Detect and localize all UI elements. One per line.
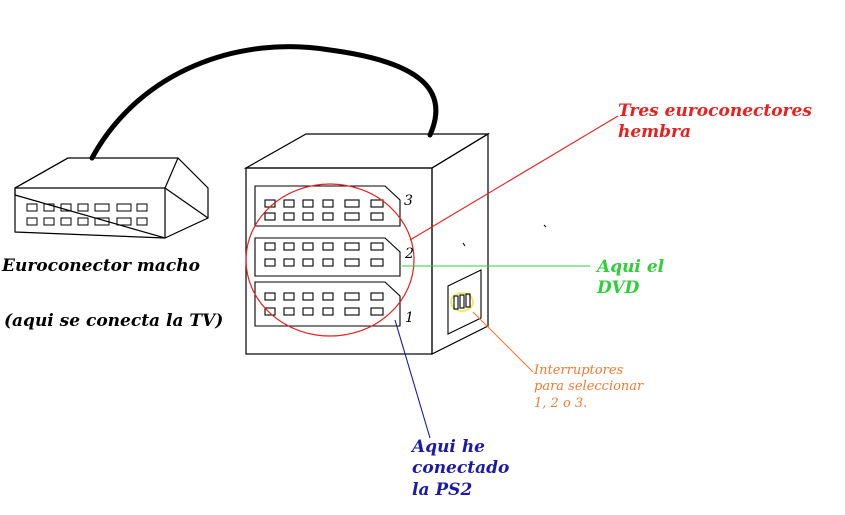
tv-connection-note: (aqui se conecta la TV)	[4, 311, 224, 331]
pointer-female-connectors	[409, 115, 619, 241]
ps2-label-line3: la PS2	[412, 479, 473, 500]
ps2-label: Aqui he conectado la PS2	[412, 437, 509, 501]
selector-switch-panel	[447, 224, 547, 335]
female-connectors-label: Tres euroconectores hembra	[618, 101, 812, 144]
female-connectors-highlight	[245, 183, 415, 337]
pointer-ps2	[394, 319, 431, 439]
ps2-label-line1: Aqui he	[412, 437, 485, 457]
female-connectors-label-line1: Tres euroconectores	[618, 101, 812, 121]
female-connector-3	[254, 185, 401, 227]
port-number-3: 3	[404, 193, 413, 209]
port-number-2: 2	[405, 246, 414, 262]
switches-label-line2: para seleccionar	[534, 379, 644, 395]
port-number-1: 1	[405, 310, 414, 326]
male-connector-pins	[26, 203, 148, 226]
switches-label-line1: Interruptores	[534, 363, 624, 378]
switches-label-line3: 1, 2 o 3.	[534, 395, 588, 411]
female-connector-2	[254, 237, 401, 277]
female-connectors-label-line2: hembra	[618, 122, 692, 143]
switches-label: Interruptores para seleccionar 1, 2 o 3.	[534, 363, 643, 412]
male-scart-connector	[14, 157, 209, 239]
male-connector-label: Euroconector macho	[2, 256, 200, 276]
scart-cable	[89, 44, 439, 161]
dvd-label-line2: DVD	[597, 278, 640, 299]
dvd-label-line1: Aqui el	[597, 257, 665, 277]
pointer-switches	[472, 311, 534, 373]
female-connector-1	[254, 281, 401, 327]
switch-box	[243, 132, 491, 355]
ps2-label-line2: conectado	[412, 458, 510, 479]
dvd-label: Aqui el DVD	[597, 257, 664, 300]
